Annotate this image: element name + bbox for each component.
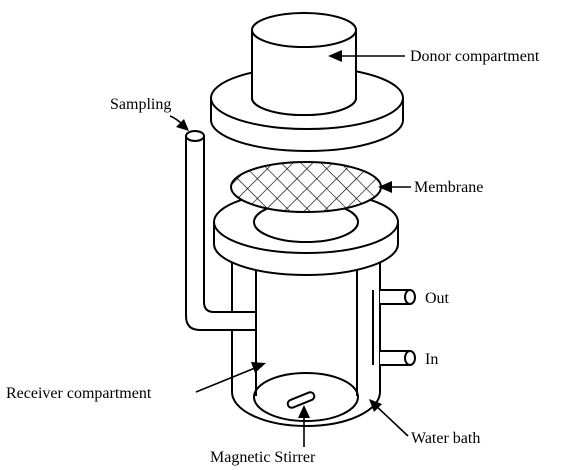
membrane (230, 161, 382, 213)
label-water-bath: Water bath (411, 430, 480, 447)
stirrer-bar (286, 391, 316, 409)
water-ports (372, 289, 416, 366)
label-donor-compartment: Donor compartment (410, 48, 540, 65)
donor-cylinder (251, 12, 357, 116)
bath-bottom-ellipse (253, 372, 359, 422)
label-out: Out (425, 290, 450, 307)
leader-arrows (169, 50, 411, 447)
label-sampling: Sampling (110, 96, 171, 113)
label-magnetic-stirrer: Magnetic Stirrer (210, 449, 316, 466)
label-receiver-compartment: Receiver compartment (6, 385, 152, 402)
label-in: In (425, 351, 438, 368)
label-membrane: Membrane (414, 179, 483, 196)
receiver-tube (255, 262, 358, 396)
sampling-port (185, 130, 257, 331)
